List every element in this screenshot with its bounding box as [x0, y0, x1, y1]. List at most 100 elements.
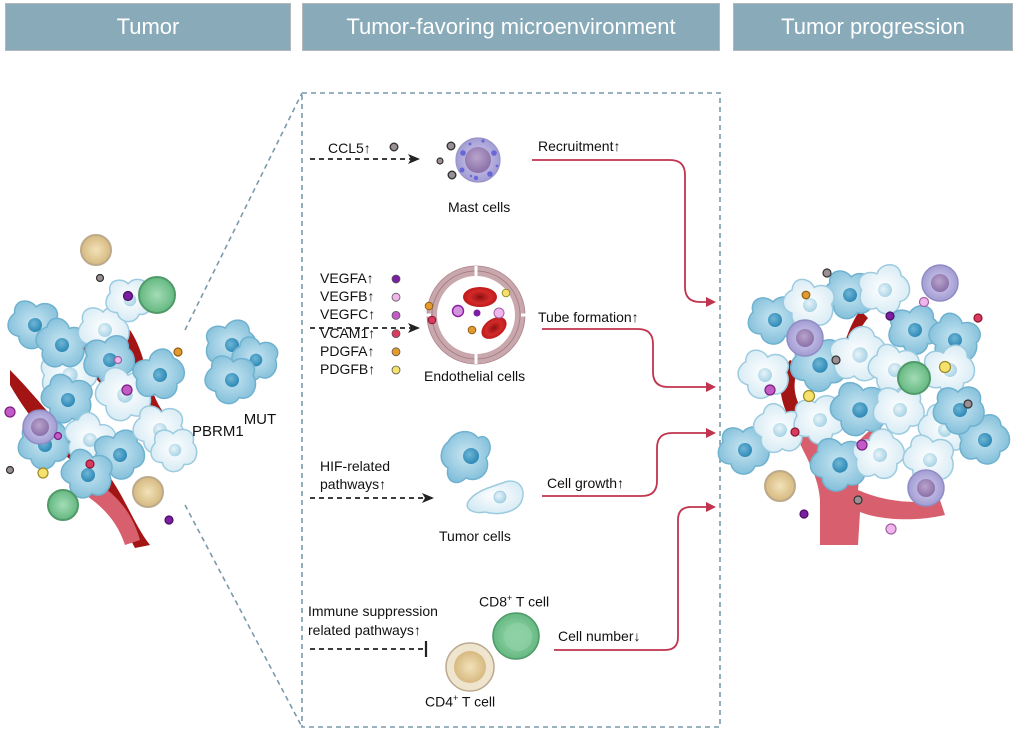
- mast-cells-label: Mast cells: [448, 199, 511, 215]
- recruitment-arrow: [532, 159, 716, 307]
- factor-dot: [391, 292, 401, 302]
- pale-tumor-cell: [150, 428, 198, 473]
- tube-formation-label: Tube formation↑: [538, 309, 639, 325]
- tumor-cell: [958, 413, 1011, 465]
- factor-label: VEGFB↑: [320, 288, 375, 305]
- pale-tumor-cell: [902, 434, 954, 485]
- factor-dot: [391, 365, 401, 375]
- cd8-t-cell: [897, 361, 931, 395]
- molecule-dot: [801, 290, 811, 300]
- cell-number-label: Cell number↓: [558, 628, 641, 644]
- right-progression-illustration: [717, 263, 1011, 545]
- factor-label: PDGFA↑: [320, 342, 375, 359]
- cd4-t-cell-icon: [445, 642, 495, 692]
- tumor-cell: [888, 305, 941, 355]
- header-progression-label: Tumor progression: [781, 14, 965, 39]
- mutation-gene: PBRM1: [192, 423, 244, 440]
- cell-number-arrow: [554, 502, 716, 651]
- molecule-dot: [856, 439, 868, 451]
- immune-label-line1: Immune suppression: [308, 603, 438, 619]
- recruitment-label: Recruitment↑: [538, 138, 621, 154]
- blood-vessel-tree: [790, 415, 945, 545]
- factor-dot: [391, 274, 401, 284]
- factor-label: VEGFC↑: [320, 306, 376, 323]
- molecule-dot: [853, 495, 863, 505]
- ccl5-molecule: [389, 142, 399, 152]
- molecule-dot: [85, 459, 95, 469]
- tumor-cells-icon: [440, 430, 524, 515]
- factor-dot: [391, 347, 401, 357]
- mast-cell-nucleus: [931, 274, 949, 292]
- zoom-guide-bottom: [184, 504, 303, 728]
- header-microenvironment: Tumor-favoring microenvironment: [302, 3, 720, 51]
- mast-cell-icon: [455, 137, 501, 183]
- mast-cell-nucleus: [796, 329, 814, 347]
- header-microenvironment-label: Tumor-favoring microenvironment: [346, 14, 676, 39]
- molecule-dot: [885, 523, 897, 535]
- tube-formation-arrow: [542, 328, 716, 392]
- tumor-cell: [60, 448, 113, 499]
- ccl5-molecule: [446, 141, 456, 151]
- molecule-dot: [113, 355, 123, 365]
- cd4-label-sup: +: [453, 693, 459, 703]
- zoom-guide-lines: [184, 92, 721, 728]
- ccl5-label: CCL5↑: [328, 140, 371, 156]
- mast-cell-nucleus: [31, 418, 49, 436]
- tumor-cell: [829, 381, 887, 437]
- tumor-cell: [204, 355, 257, 405]
- cd4-t-cell: [764, 470, 796, 502]
- factor-label: VCAM1↑: [320, 324, 376, 341]
- molecule-dot: [918, 296, 930, 308]
- molecule-dot: [799, 509, 809, 519]
- molecule-dot: [37, 467, 49, 479]
- vcam1-molecule: [427, 315, 437, 325]
- tumor-cell: [132, 348, 186, 400]
- pdgfa-molecule: [424, 301, 434, 311]
- microenvironment-box: [301, 92, 721, 728]
- cd8-t-cell-icon: [492, 612, 540, 660]
- factor-dots: [391, 274, 401, 375]
- cd8-label: CD8+ T cell: [479, 594, 549, 609]
- molecule-dot: [885, 311, 895, 321]
- zoom-guide-top: [184, 92, 303, 331]
- cd8-label-suffix: T cell: [512, 593, 550, 610]
- molecule-dot: [963, 399, 973, 409]
- tumor-cells-label: Tumor cells: [439, 528, 511, 544]
- molecule-dot: [122, 290, 134, 302]
- pale-tumor-cell: [782, 278, 835, 329]
- molecule-dot: [121, 384, 133, 396]
- cd8-label-sup: +: [507, 593, 513, 603]
- molecule-dot: [831, 355, 841, 365]
- tumor-cell: [717, 426, 770, 475]
- endothelial-vessel-icon: [421, 265, 531, 365]
- factor-label: VEGFA↑: [320, 270, 374, 286]
- tumor-cell: [809, 437, 867, 492]
- pale-tumor-cell: [737, 349, 789, 400]
- endothelial-cells-label: Endothelial cells: [424, 368, 526, 384]
- header-progression: Tumor progression: [733, 3, 1013, 51]
- mast-cell-nucleus: [917, 479, 935, 497]
- signal-molecules: [4, 268, 983, 535]
- tumor-cell: [928, 312, 981, 363]
- molecule-dot: [53, 431, 63, 441]
- molecule-dot: [173, 347, 183, 357]
- tumor-cell: [35, 317, 88, 368]
- molecule-dot: [764, 384, 776, 396]
- molecule-dot: [164, 515, 174, 525]
- factor-label: PDGFB↑: [320, 361, 376, 377]
- molecule-dot: [4, 406, 16, 418]
- cell-growth-arrow: [542, 428, 716, 497]
- pbrm1-mutant-cells: [204, 319, 279, 405]
- molecule-dot: [938, 360, 952, 374]
- molecule-dot: [790, 427, 800, 437]
- ccl5-molecule: [436, 157, 444, 165]
- cd8-t-cell: [47, 489, 79, 521]
- molecule-dot: [973, 313, 983, 323]
- factor-dot: [391, 310, 401, 320]
- mutation-label: PBRM1MUT: [192, 412, 276, 440]
- cd4-t-cell: [132, 476, 164, 508]
- header-tumor: Tumor: [5, 3, 291, 51]
- hif-label-line2: pathways↑: [320, 476, 387, 492]
- tumor-cell: [932, 386, 985, 435]
